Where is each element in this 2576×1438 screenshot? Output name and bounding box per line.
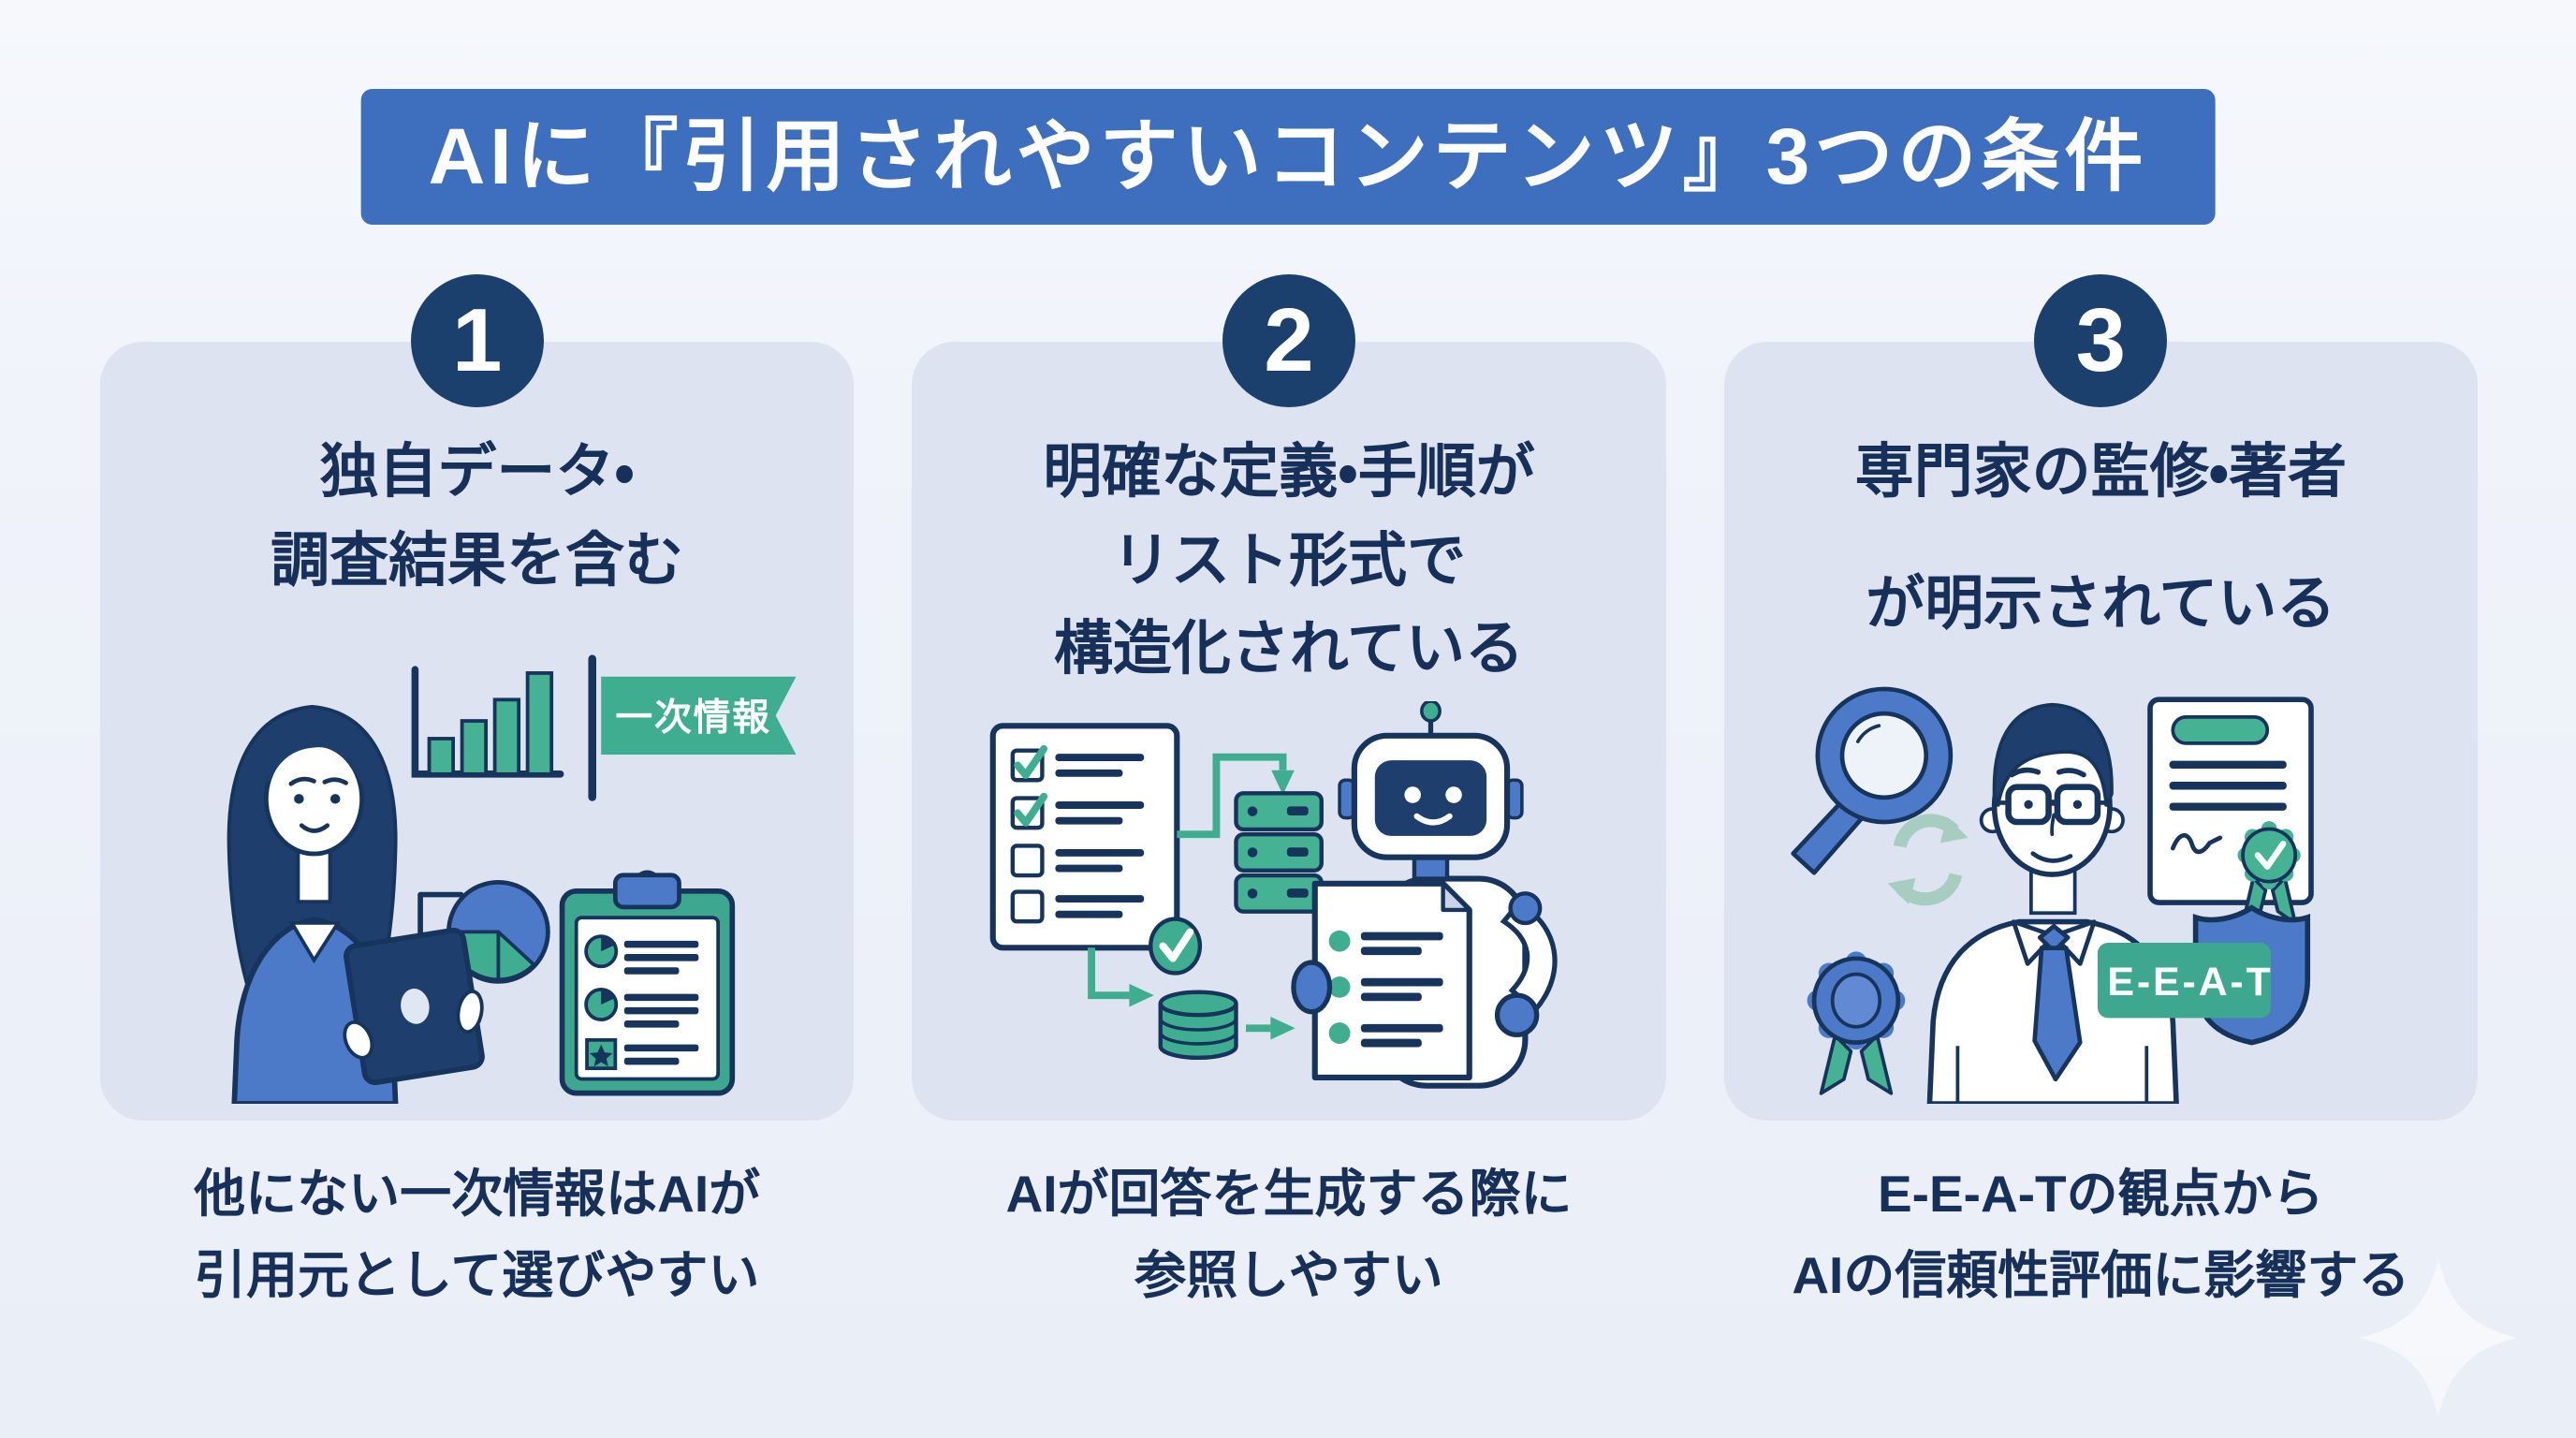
card-1-heading: 独自データ・ 調査結果を含む — [271, 428, 683, 605]
check-circle-icon — [1149, 917, 1203, 976]
captions-row: 他にない一次情報はAIが 引用元として選びやすい AIが回答を生成する際に 参照… — [100, 1153, 2478, 1316]
card-3-heading-line-2: が明示されている — [1866, 570, 2336, 637]
card-1-heading-line-1: 独自データ・ — [319, 439, 635, 505]
caption-1: 他にない一次情報はAIが 引用元として選びやすい — [100, 1153, 854, 1316]
expert-person — [1926, 702, 2179, 1104]
flow-arrow-to-servers — [1177, 753, 1295, 839]
caption-2: AIが回答を生成する際に 参照しやすい — [912, 1153, 1665, 1316]
card-3-number-badge: 3 — [2034, 274, 2168, 407]
clipboard-icon — [559, 870, 736, 1096]
card-2-number-badge: 2 — [1222, 274, 1355, 407]
award-ribbon-icon — [1807, 951, 1905, 1095]
card-expert-author: 3 専門家の監修・著者 が明示されている — [1723, 274, 2478, 1121]
database-icon — [1158, 990, 1239, 1061]
eeat-plate — [2097, 943, 2271, 1019]
structured-list-illustration — [990, 701, 1558, 1089]
card-3-heading: 専門家の監修・著者 が明示されている — [1855, 428, 2347, 648]
caption-1-line-1: 他にない一次情報はAIが — [194, 1165, 761, 1223]
card-2-heading-line-3: 構造化されている — [1053, 616, 1525, 682]
bar-chart-icon — [411, 666, 564, 778]
cards-row: 1 独自データ・ 調査結果を含む 一次情報 — [100, 274, 2478, 1121]
card-3-heading-line-1: 専門家の監修・著者 — [1854, 439, 2348, 505]
card-1-heading-line-2: 調査結果を含む — [271, 527, 684, 594]
card-1-number-badge: 1 — [410, 274, 544, 407]
robot-document-icon — [1291, 880, 1473, 1080]
magnifier-icon — [1790, 686, 1953, 875]
caption-3-line-2: AIの信頼性評価に影響する — [1792, 1245, 2410, 1304]
card-2-heading-line-2: リスト形式で — [1111, 527, 1466, 594]
flow-arrow-to-database — [1088, 947, 1155, 1007]
refresh-arrows-icon — [1887, 814, 1969, 906]
certificate-icon — [2146, 697, 2314, 926]
woman-with-tablet — [227, 704, 485, 1104]
expert-author-illustration: E-E-A-T — [1790, 686, 2314, 1104]
ribbon-label: 一次情報 — [615, 697, 771, 739]
flow-arrow-to-robot — [1246, 1016, 1296, 1040]
eeat-label: E-E-A-T — [2107, 960, 2273, 1005]
card-original-data: 1 独自データ・ 調査結果を含む 一次情報 — [100, 274, 855, 1121]
caption-3-line-1: E-E-A-Tの観点から — [1878, 1165, 2324, 1223]
checklist-document-icon — [990, 723, 1180, 951]
caption-3: E-E-A-Tの観点から AIの信頼性評価に影響する — [1724, 1153, 2478, 1316]
sparkle-decoration — [2359, 1258, 2518, 1417]
card-2-heading-line-1: 明確な定義・手順が — [1043, 439, 1535, 505]
eeat-shield-badge: E-E-A-T — [2097, 904, 2310, 1046]
card-2-heading: 明確な定義・手順が リスト形式で 構造化されている — [1043, 428, 1534, 694]
title-banner: AIに『引用されやすいコンテンツ』3つの条件 — [360, 89, 2216, 225]
card-structured-list: 2 明確な定義・手順が リスト形式で 構造化されている — [912, 274, 1666, 1121]
axis-bracket-icon — [417, 891, 464, 940]
caption-2-line-2: 参照しやすい — [1134, 1245, 1443, 1304]
primary-info-ribbon-icon: 一次情報 — [588, 654, 797, 801]
caption-1-line-2: 引用元として選びやすい — [194, 1245, 760, 1304]
original-data-illustration: 一次情報 — [227, 654, 797, 1104]
server-stack-icon — [1234, 791, 1325, 914]
caption-2-line-1: AIが回答を生成する際に — [1005, 1165, 1573, 1223]
